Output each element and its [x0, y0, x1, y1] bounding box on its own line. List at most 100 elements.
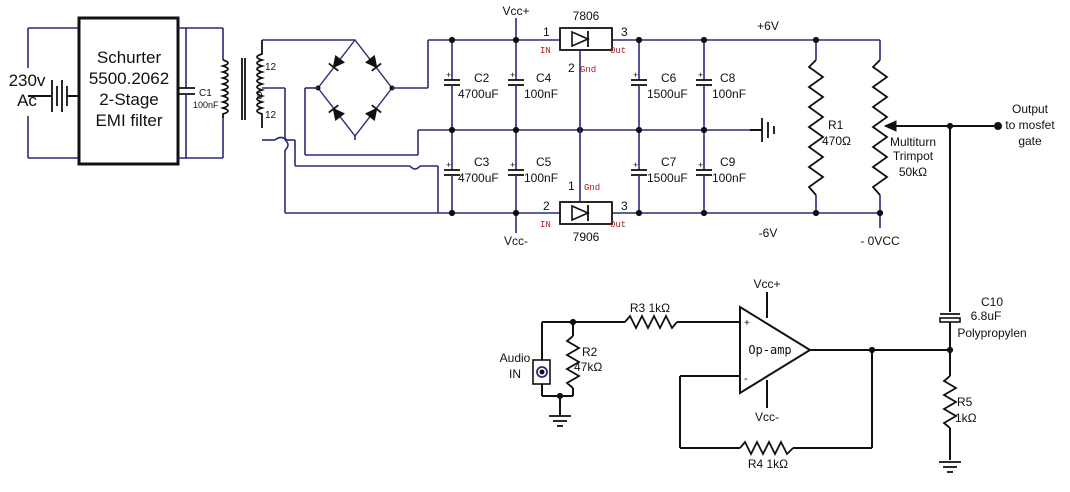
- rail-zero-label: - 0VCC: [860, 234, 900, 248]
- capacitor-c5: + C5 100nF: [508, 130, 558, 213]
- resistor-r4: R4 1kΩ: [739, 439, 794, 471]
- reg-neg-pin3: 3: [621, 199, 628, 213]
- junction-dots: [448, 36, 884, 217]
- reg-pos-gnd-label: Gnd: [580, 65, 596, 75]
- emi-filter-line3: 2-Stage: [99, 90, 159, 109]
- capacitor-c9: + C9 100nF: [696, 130, 746, 213]
- c8-name: C8: [720, 71, 736, 85]
- rail-plus6-label: +6V: [757, 19, 779, 33]
- rail-minus6-label: -6V: [759, 226, 778, 240]
- capacitor-c7: + C7 1500uF: [631, 130, 688, 213]
- svg-text:+: +: [510, 70, 515, 80]
- output-line3: gate: [1018, 134, 1042, 148]
- transformer-tap-mid: 0: [257, 91, 263, 102]
- c3-value: 4700uF: [458, 171, 499, 185]
- resistor-r3: R3 1kΩ: [624, 301, 678, 331]
- capacitor-c2: + C2 4700uF: [444, 40, 499, 130]
- reg-neg-out-label: Out: [610, 220, 626, 230]
- r4-label: R4 1kΩ: [748, 457, 788, 471]
- reg-neg-in-label: IN: [540, 220, 551, 230]
- capacitor-c1: C1 100nF: [177, 28, 219, 158]
- output-terminal: Output to mosfet gate: [946, 102, 1055, 148]
- c10-type: Polypropylen: [957, 326, 1026, 340]
- c4-value: 100nF: [524, 87, 558, 101]
- trimpot: Multiturn Trimpot 50kΩ: [871, 59, 950, 196]
- reg-pos-pin1: 1: [543, 25, 550, 39]
- emi-filter-line4: EMI filter: [95, 111, 162, 130]
- c8-value: 100nF: [712, 87, 746, 101]
- svg-text:+: +: [446, 160, 451, 170]
- trimpot-line1: Multiturn: [890, 135, 936, 149]
- resistor-r2: R2 47kΩ: [565, 322, 602, 396]
- bridge-rectifier: [315, 38, 395, 138]
- c7-name: C7: [661, 155, 677, 169]
- reg-pos-out-label: Out: [610, 46, 626, 56]
- regulator-7806: 7806 1 3 2 IN Out Gnd: [540, 9, 628, 130]
- c6-value: 1500uF: [647, 87, 688, 101]
- capacitor-c8: + C8 100nF: [696, 40, 746, 130]
- c1-value: 100nF: [193, 100, 219, 110]
- transformer: 12 0 12: [219, 40, 277, 128]
- c10-name: C10: [981, 295, 1003, 309]
- trimpot-value: 50kΩ: [899, 165, 927, 179]
- ground-symbol-audio: [549, 392, 571, 427]
- transformer-tap-top: 12: [265, 62, 277, 73]
- c1-name: C1: [199, 88, 212, 99]
- svg-text:+: +: [446, 70, 451, 80]
- reg-neg-pin2: 2: [543, 199, 550, 213]
- c9-name: C9: [720, 155, 736, 169]
- audio-line1: Audio: [500, 351, 531, 365]
- c10-value: 6.8uF: [971, 309, 1002, 323]
- source-voltage-label: 230v: [9, 71, 46, 90]
- c2-name: C2: [474, 71, 490, 85]
- output-line1: Output: [1012, 102, 1049, 116]
- reg-pos-name: 7806: [573, 9, 600, 23]
- emi-filter-line2: 5500.2062: [89, 69, 169, 88]
- ground-symbol-rail: [750, 118, 775, 142]
- svg-text:+: +: [633, 160, 638, 170]
- svg-text:+: +: [698, 70, 703, 80]
- audio-input: Audio IN: [500, 351, 551, 385]
- c9-value: 100nF: [712, 171, 746, 185]
- opamp-vcc-neg: Vcc-: [755, 410, 779, 424]
- rail-vcc-neg-label: Vcc-: [504, 234, 528, 248]
- resistor-r1: R1 470Ω: [807, 59, 851, 196]
- r2-name: R2: [582, 345, 598, 359]
- c3-name: C3: [474, 155, 490, 169]
- output-line2: to mosfet: [1005, 118, 1055, 132]
- r5-name: R5: [957, 395, 973, 409]
- r1-value: 470Ω: [822, 134, 851, 148]
- trimpot-line2: Trimpot: [893, 149, 934, 163]
- opamp-plus: +: [744, 318, 750, 329]
- reg-neg-gnd-label: Gnd: [584, 183, 600, 193]
- emi-filter: Schurter 5500.2062 2-Stage EMI filter: [77, 16, 180, 166]
- reg-neg-name: 7906: [573, 230, 600, 244]
- c5-value: 100nF: [524, 171, 558, 185]
- reg-pos-pin2: 2: [568, 61, 575, 75]
- resistor-r5: R5 1kΩ: [942, 350, 977, 460]
- reg-pos-in-label: IN: [540, 46, 551, 56]
- capacitor-c3: + C3 4700uF: [444, 130, 499, 213]
- c7-value: 1500uF: [647, 171, 688, 185]
- regulator-7906: 7906 2 3 1 IN Out Gnd: [540, 130, 628, 244]
- c4-name: C4: [536, 71, 552, 85]
- ac-source: 230v Ac: [9, 27, 79, 159]
- c2-value: 4700uF: [458, 87, 499, 101]
- r3-label: R3 1kΩ: [630, 301, 670, 315]
- audio-line2: IN: [509, 367, 521, 381]
- svg-text:+: +: [633, 70, 638, 80]
- rail-vcc-pos-label: Vcc+: [502, 4, 529, 18]
- ground-symbol-output: [939, 461, 961, 473]
- r2-value: 47kΩ: [574, 360, 602, 374]
- svg-text:+: +: [510, 160, 515, 170]
- svg-text:+: +: [698, 160, 703, 170]
- opamp-label: Op-amp: [748, 343, 791, 357]
- r1-name: R1: [828, 118, 844, 132]
- opamp-vcc-pos: Vcc+: [753, 277, 780, 291]
- capacitor-c6: + C6 1500uF: [631, 40, 688, 130]
- source-type-label: Ac: [17, 91, 37, 110]
- reg-pos-pin3: 3: [621, 25, 628, 39]
- c6-name: C6: [661, 71, 677, 85]
- capacitor-c10: C10 6.8uF Polypropylen: [939, 295, 1027, 350]
